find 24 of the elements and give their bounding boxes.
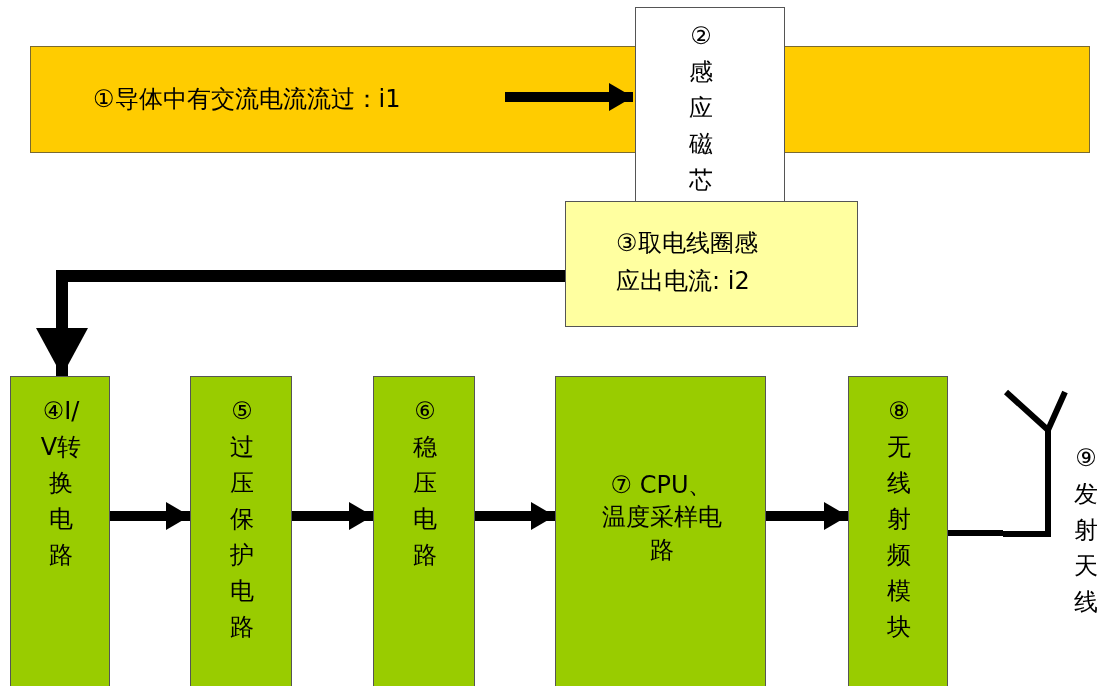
core-box — [635, 7, 785, 203]
process-box — [190, 376, 292, 686]
label: ②感应磁芯 — [688, 21, 714, 196]
connector-line — [948, 530, 1003, 536]
process-box — [10, 376, 110, 686]
label: ①导体中有交流电流流过：i1 — [93, 84, 401, 115]
coil-box — [565, 201, 858, 327]
label: ⑤过压保护电路 — [229, 396, 255, 643]
arrow — [292, 502, 373, 530]
antenna-icon — [1003, 388, 1067, 538]
process-box — [555, 376, 766, 686]
label: ④I/V转换电路 — [39, 396, 83, 571]
process-box — [373, 376, 475, 686]
label: ⑥稳压电路 — [412, 396, 438, 571]
label: ⑨发射天线 — [1073, 443, 1099, 618]
process-box — [848, 376, 948, 686]
arrow — [505, 83, 633, 111]
label: ③取电线圈感应出电流: i2 — [616, 228, 759, 298]
arrow — [766, 502, 848, 530]
label: ⑦ CPU、温度采样电路 — [600, 470, 723, 566]
arrow — [110, 502, 190, 530]
arrow — [475, 502, 555, 530]
label: ⑧无线射频模块 — [886, 396, 912, 643]
arrow — [36, 270, 565, 376]
